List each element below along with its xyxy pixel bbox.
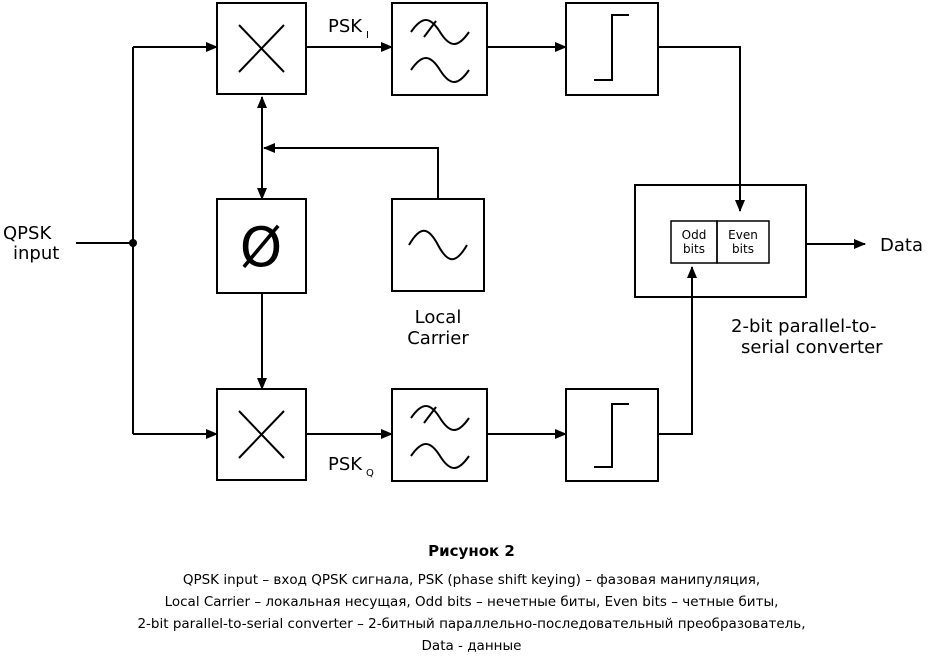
local-carrier: [391, 198, 485, 292]
even-bits-cell: [716, 220, 770, 264]
psk-q-subscript: Q: [366, 468, 374, 479]
mixer-q: [216, 388, 307, 481]
psk-i-label: PSK: [328, 16, 363, 37]
qpsk-demodulator-diagram: Ø Odd bits: [3, 2, 923, 482]
phase-shifter-symbol: Ø: [240, 216, 283, 279]
qpsk-input-label-line1: QPSK: [3, 223, 52, 244]
local-carrier-feed-line: [263, 143, 439, 199]
filter-q: [391, 388, 488, 482]
caption-line: Local Carrier – локальная несущая, Odd b…: [164, 594, 779, 610]
sine-wave-icon: [408, 229, 468, 261]
comparator-q: [565, 388, 659, 482]
filter-i: [391, 2, 488, 96]
parallel-to-serial-converter: Odd bits Even bits: [634, 184, 807, 298]
step-icon: [594, 403, 629, 468]
caption-title: Рисунок 2: [428, 542, 515, 560]
local-carrier-label-line2: Carrier: [407, 328, 469, 349]
phase-shifter: Ø: [216, 198, 307, 294]
local-carrier-label-line1: Local: [415, 307, 462, 328]
filter-icon: [410, 405, 470, 469]
converter-label-line1: 2-bit parallel-to-: [731, 316, 877, 337]
qpsk-input-label-line2: input: [13, 243, 59, 264]
even-bits-label-line2: bits: [732, 242, 754, 256]
filter-icon: [410, 19, 470, 83]
comparator-q-to-converter-line: [658, 266, 697, 435]
psk-i-subscript: I: [366, 30, 369, 41]
multiply-icon: [238, 24, 285, 73]
caption-line: Data - данные: [421, 638, 522, 654]
input-junction-dot: [129, 239, 137, 247]
multiply-icon: [238, 410, 285, 459]
step-icon: [594, 14, 629, 81]
caption-line: 2-bit parallel-to-serial converter – 2-б…: [137, 616, 806, 632]
converter-label-line2: serial converter: [741, 337, 883, 358]
caption-line: QPSK input – вход QPSK сигнала, PSK (pha…: [182, 572, 761, 588]
comparator-i-to-converter-line: [658, 46, 745, 212]
data-output-label: Data: [880, 235, 923, 256]
psk-q-label: PSK: [328, 454, 363, 475]
odd-bits-label-line2: bits: [683, 242, 705, 256]
even-bits-label-line1: Even: [728, 228, 758, 242]
comparator-i: [565, 2, 659, 96]
mixer-i: [216, 2, 307, 95]
odd-bits-label-line1: Odd: [682, 228, 707, 242]
